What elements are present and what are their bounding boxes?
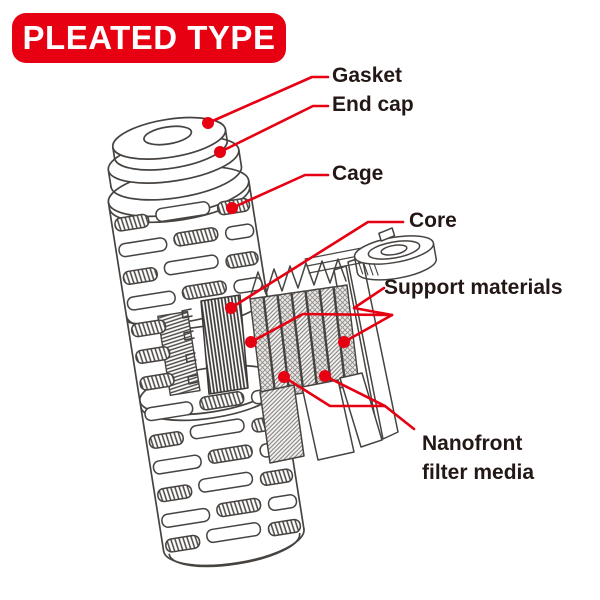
- support-right-dot: [338, 336, 350, 348]
- cage-slot: [181, 280, 227, 300]
- nanofront-label-line1: Nanofront: [422, 432, 523, 455]
- nanofront-label: Nanofront filter media: [422, 429, 534, 487]
- cage-slot: [165, 534, 201, 553]
- gasket-label: Gasket: [332, 64, 403, 87]
- gasket-leader: [206, 75, 330, 125]
- support-leader-label: [352, 286, 394, 317]
- end-cap-label: End cap: [332, 93, 414, 116]
- cage-leader: [230, 173, 330, 210]
- nanofront-leader-left: [282, 375, 387, 408]
- cap-hatch: [358, 261, 379, 276]
- cage-slot: [189, 418, 245, 440]
- cage-slot: [267, 518, 302, 537]
- cage-slot: [207, 444, 253, 464]
- nanofront-leader-label: [383, 404, 416, 431]
- cage-slot: [114, 213, 150, 232]
- nanofront-right-dot: [319, 370, 331, 382]
- gasket-hole: [143, 125, 193, 146]
- core-label: Core: [409, 209, 457, 232]
- cage-dot: [226, 202, 238, 214]
- core-clips: [181, 308, 199, 385]
- cage-slot: [135, 346, 171, 364]
- cage-slot: [224, 223, 255, 241]
- support-left-dot: [245, 336, 257, 348]
- cage-slot: [126, 290, 176, 311]
- cage-slot: [216, 497, 262, 518]
- end-cap-dot: [214, 146, 226, 158]
- end-cap-leader: [218, 104, 330, 154]
- cage-slot: [122, 267, 159, 285]
- cage-slot: [148, 430, 184, 449]
- cage-slot: [225, 251, 259, 269]
- cage-slot: [259, 468, 294, 486]
- cage-slot: [163, 254, 219, 276]
- leader-lines: [206, 75, 416, 431]
- nanofront-leader-right: [323, 374, 387, 408]
- pleat-zigzag: [249, 258, 347, 299]
- support-leader-right: [342, 313, 394, 344]
- cage-slot: [130, 319, 167, 338]
- cage-slot: [267, 494, 298, 512]
- cage-slot: [155, 201, 211, 223]
- cage-slot: [173, 227, 219, 247]
- pleat-block: [249, 284, 360, 400]
- pleated-type-badge: PLEATED TYPE: [12, 13, 286, 63]
- support-materials-label: Support materials: [384, 276, 563, 299]
- cage-slot: [199, 391, 245, 411]
- gasket-dot: [202, 117, 214, 129]
- nanofront-label-line2: filter media: [422, 461, 535, 484]
- core-leader: [229, 220, 405, 310]
- cage-slot: [206, 522, 262, 544]
- exploded-cap: [353, 227, 437, 281]
- cage-slot: [157, 484, 193, 503]
- cage-slot: [161, 507, 211, 528]
- cage-slot: [139, 372, 175, 391]
- cage-slot: [144, 401, 194, 422]
- support-leader-left: [249, 312, 394, 344]
- pleat-tongues: [259, 372, 383, 464]
- cage-slot: [152, 454, 202, 475]
- cage-slot: [198, 471, 254, 493]
- cartridge-body: [107, 116, 305, 568]
- core-shape: [200, 294, 249, 395]
- cage-label: Cage: [332, 162, 384, 185]
- core-dot: [225, 302, 237, 314]
- cage-slot: [118, 237, 168, 258]
- nanofront-left-dot: [278, 371, 290, 383]
- leader-dots: [202, 117, 350, 383]
- gasket-shape: [111, 116, 229, 171]
